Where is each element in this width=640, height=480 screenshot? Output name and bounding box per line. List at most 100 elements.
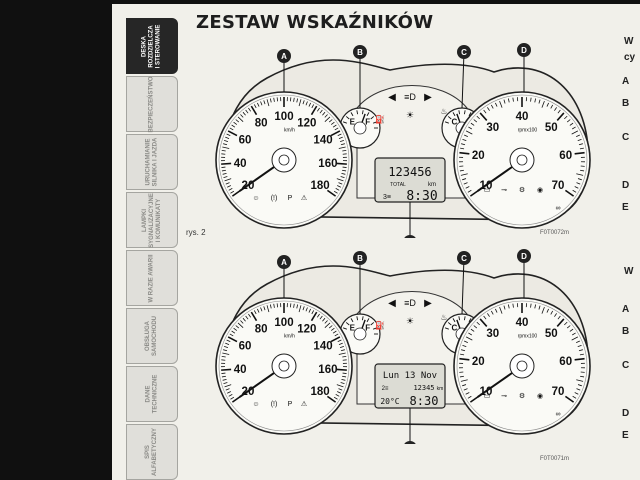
callout-badge [404,235,416,238]
tick [576,182,581,185]
side-letter: D [622,408,630,419]
gauge-label: E [350,324,356,333]
tab-spis[interactable]: SPIS ALFABETYCZNY [126,424,178,480]
tick-label: 60 [559,356,572,368]
tick [546,102,549,107]
tick [462,344,467,348]
tick [345,322,350,326]
callout-b: B [353,45,367,108]
tick [322,317,326,322]
tick [373,121,378,124]
tick [326,189,337,197]
page-title: ZESTAW WSKAŹNIKÓW [196,12,434,33]
callout-leader [461,51,465,109]
tab-deska-rozdzielcza[interactable]: DESKA ROZDZIELCZA I STEROWANIE [126,18,178,74]
dial-unit: rpmx100 [518,333,538,339]
tick [576,379,584,382]
tick-label: 160 [318,158,337,170]
tab-dane-techniczne[interactable]: DANE TECHNICZNE [126,366,178,422]
tick [324,116,331,123]
date-readout: Lun 13 Nov [383,371,437,381]
tick [221,368,232,371]
tick-label: 40 [234,364,247,376]
tick [224,346,229,349]
callout-letter: D [521,252,527,261]
tick [566,119,571,123]
callout-e: E [404,202,416,238]
needle-hub-inner [516,154,528,166]
callout-badge [457,45,471,59]
tick [577,138,582,142]
tick [337,185,341,188]
tick [224,384,232,388]
tick-label: 50 [545,122,558,134]
dial-unit: km/h [284,127,295,133]
callout-c: C [457,251,471,315]
tick [237,322,244,329]
tick [222,173,227,175]
tab-w-razie-awarii[interactable]: W RAZIE AWARII [126,250,178,306]
side-text: W [624,266,634,277]
tick [308,102,311,107]
tick [310,311,318,322]
tick [230,396,235,400]
tick [462,138,467,142]
tick [507,98,510,103]
tick [273,303,275,308]
tick [296,98,299,103]
tick [460,173,468,176]
tick [577,178,582,181]
tick [530,303,532,308]
tick [225,342,230,345]
tick-label: 120 [297,323,316,335]
tick [336,178,344,182]
tick [263,100,266,105]
tab-lampki[interactable]: LAMPKI SYGNALIZACYJNE I KOMUNIKATY [126,192,178,248]
esp-icon: ⚠ [301,194,307,202]
tick [340,176,345,179]
tick [338,182,343,185]
tick [577,344,582,348]
tick [245,315,249,320]
tick [574,392,579,395]
tick [465,186,470,189]
tick [499,100,503,108]
tick [233,327,238,331]
tab-uruchamianie[interactable]: URUCHAMIANIE SILNIKA I JAZDA [126,134,178,190]
tick [460,147,465,150]
needle-hub [353,327,367,341]
callout-badge [457,251,471,265]
dial-unit: rpmx100 [518,127,538,133]
tick [577,384,582,387]
tick [305,101,308,106]
fog-light-icon: 2≡ [382,386,389,392]
tick [250,311,258,322]
tab-label: LAMPKI SYGNALIZACYJNE I KOMUNIKATY [141,192,162,248]
tick [476,115,480,120]
tick [311,310,315,315]
tick-label: 50 [545,328,558,340]
tab-bezpieczenstwo[interactable]: BEZPIECZEŃSTWO [126,76,178,132]
tick-label: 80 [255,117,268,129]
tick [342,169,347,172]
side-letter: C [622,360,630,371]
tick [293,97,295,102]
callout-letter: A [281,258,287,267]
tick [461,349,466,352]
glow-icon: ∞ [556,411,561,418]
tick [257,102,260,107]
tick [342,121,347,124]
tick [269,304,272,309]
tick [361,110,364,115]
needle-hub-inner [278,360,290,372]
tick [444,327,449,330]
callout-a: A [277,255,291,298]
tick [227,336,238,343]
odometer-total-label: TOTAL [390,182,406,188]
callout-b: B [353,251,367,314]
parking-icon: P [288,401,293,408]
tab-obsluga[interactable]: OBSŁUGA SAMOCHODU [126,308,178,364]
tick [229,127,234,131]
tick [503,99,506,104]
tick [319,109,323,114]
